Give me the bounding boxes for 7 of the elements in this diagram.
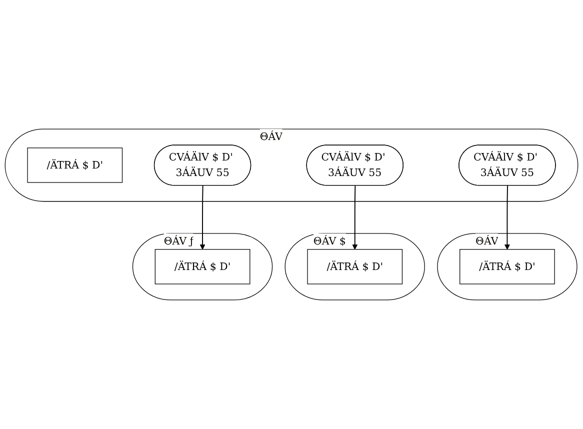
arrow [504,185,510,250]
arrow [352,185,358,250]
node-box: /ÄTRÁ $ D' [154,249,250,284]
arrow [200,185,206,250]
node-box: /ÄTRÁ $ D' [307,249,403,284]
node-box: /ÄTRÁ $ D' [460,249,555,284]
node-box: /ÄTRÁ $ D' [27,148,123,183]
